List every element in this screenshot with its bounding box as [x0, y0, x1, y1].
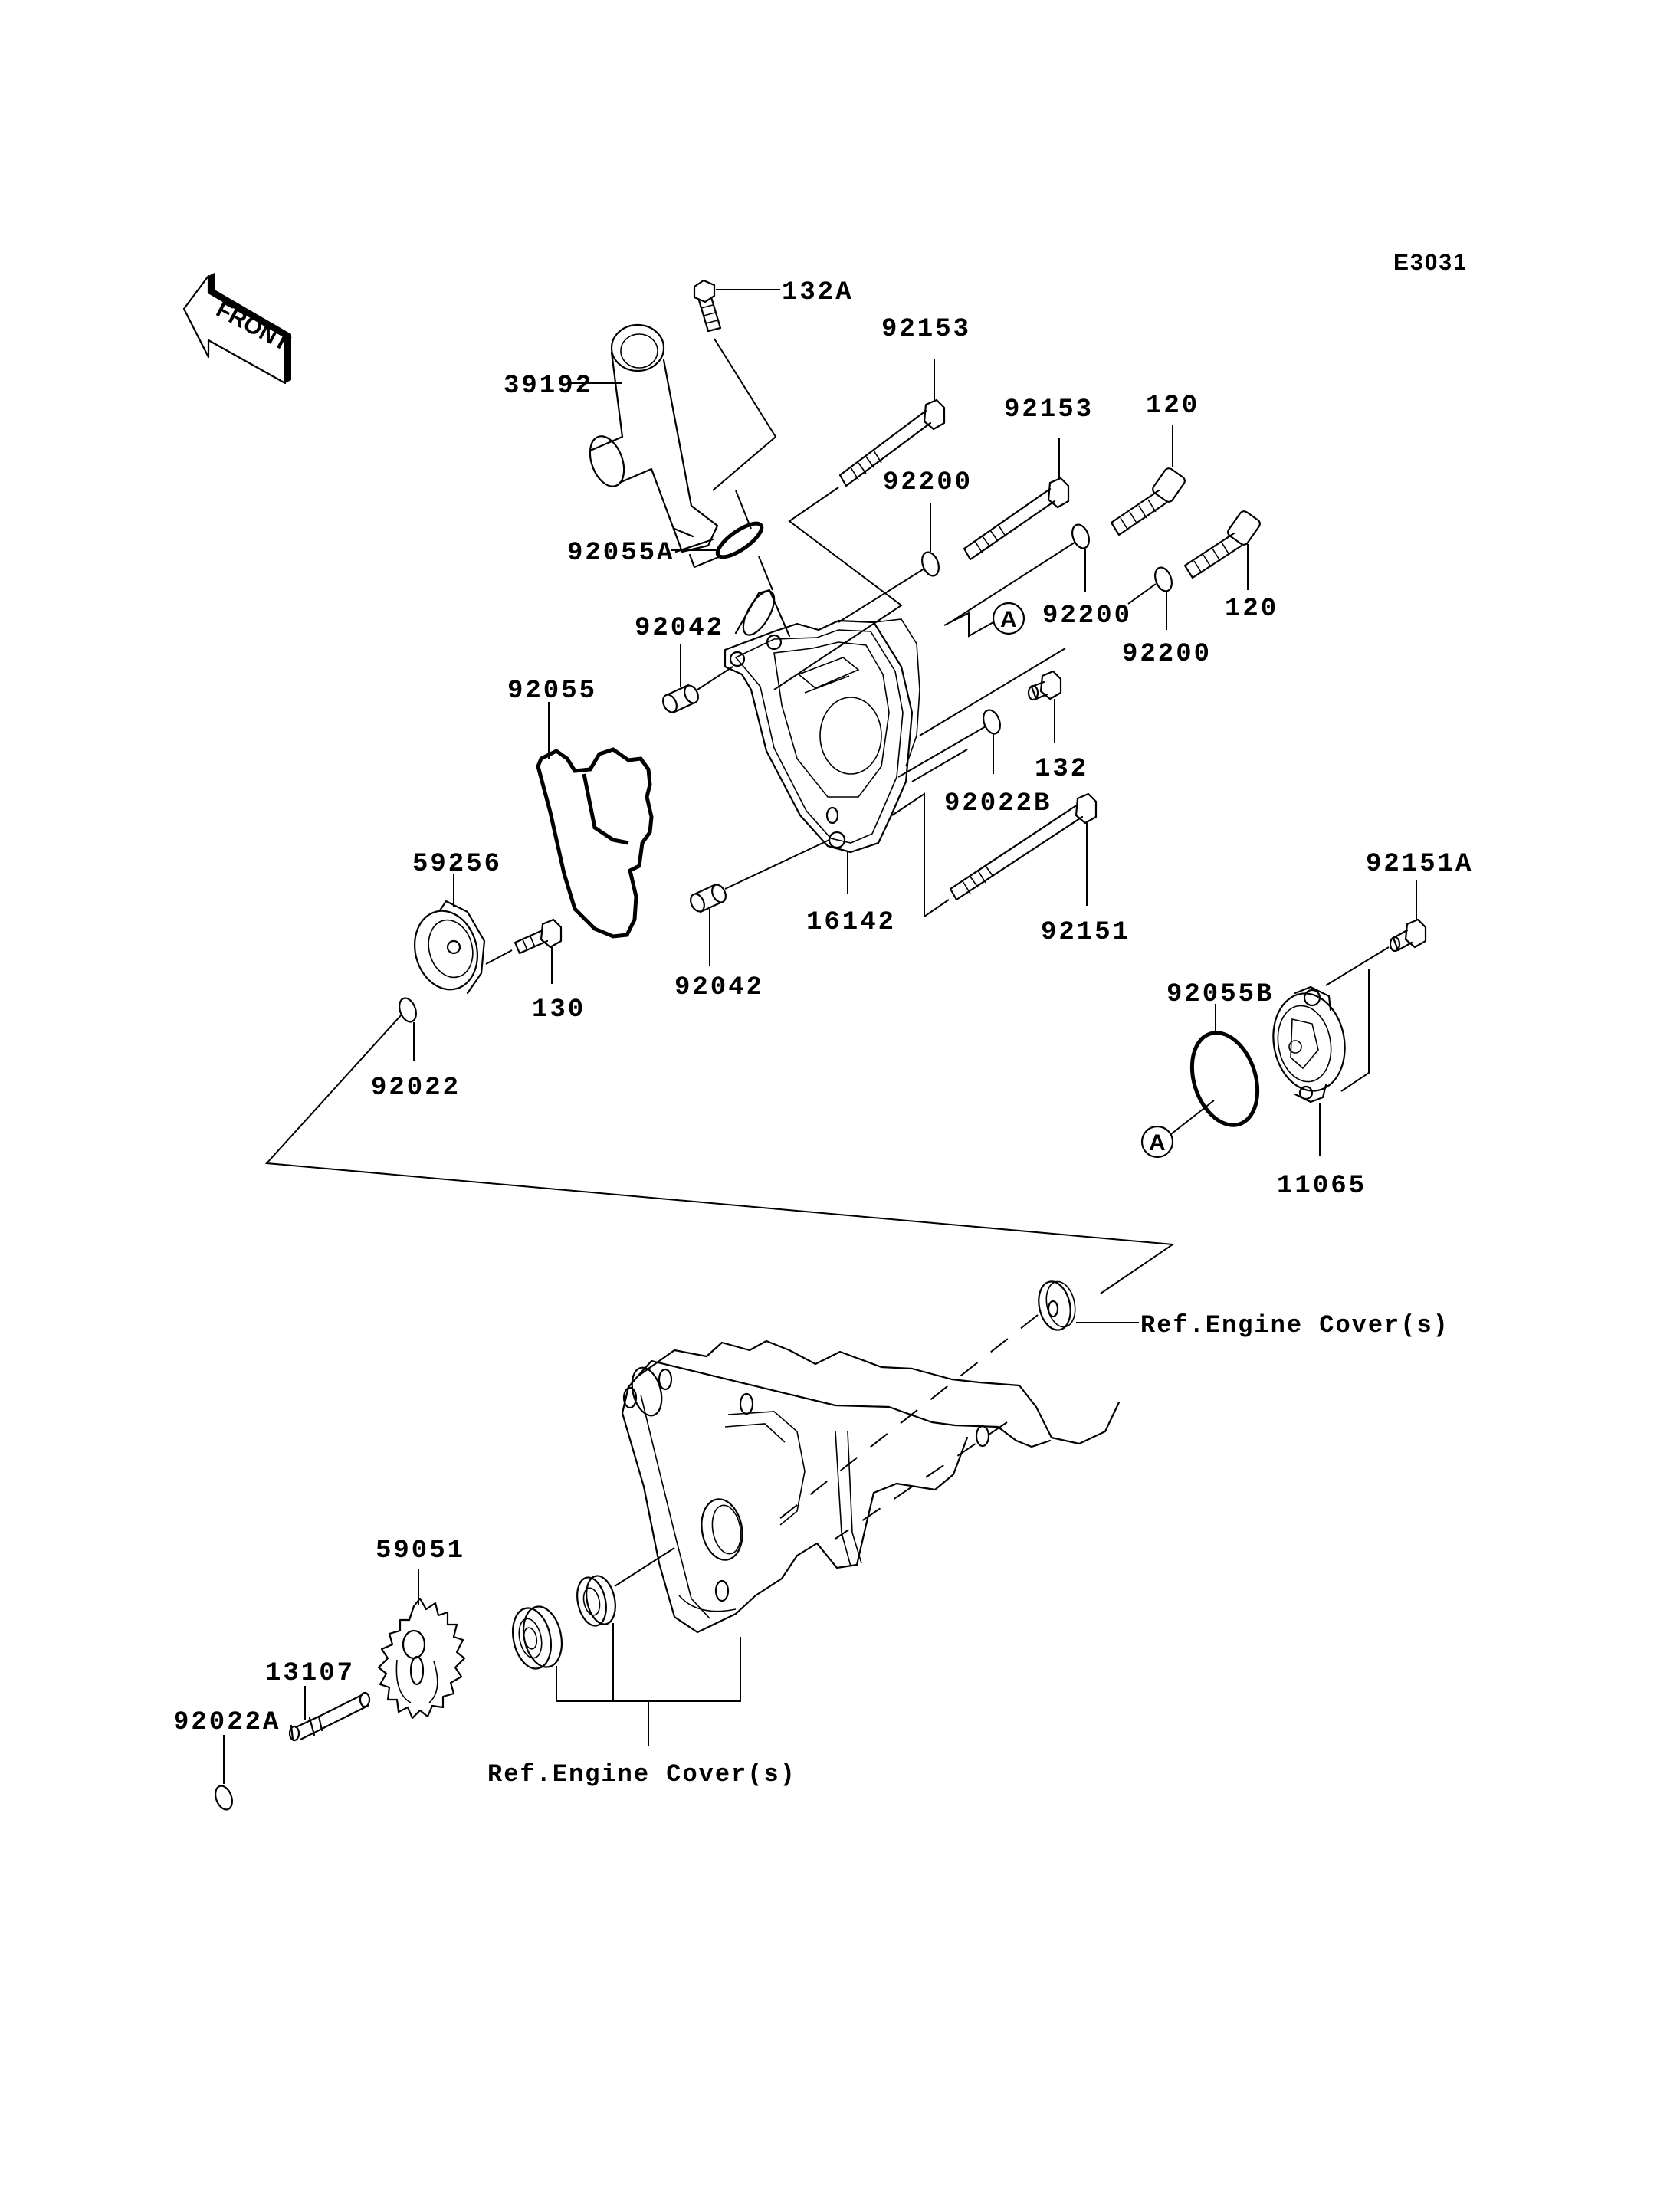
pump-cover-11065 [1272, 985, 1346, 1103]
part-label-92042-b: 92042 [674, 973, 764, 1002]
bolt-120-b [1183, 510, 1261, 579]
shaft-13107 [288, 1691, 371, 1742]
part-label-92151: 92151 [1041, 918, 1130, 947]
bolt-130-axis [485, 949, 513, 965]
part-label-92151A: 92151A [1366, 850, 1473, 879]
leader-92153-to-housing [773, 487, 903, 690]
o-ring-92055A [715, 521, 764, 559]
bolt-92153-a [838, 398, 946, 487]
washer-92200-a [921, 551, 940, 577]
dowel-a-axis [697, 666, 733, 690]
washer-92022A [215, 1785, 233, 1811]
gear-59051 [377, 1597, 466, 1720]
part-label-92055A: 92055A [567, 539, 674, 568]
part-label-92153-a: 92153 [881, 315, 971, 344]
part-label-92055B: 92055B [1166, 980, 1274, 1009]
housing-axis-lines [911, 648, 1066, 782]
front-arrow-icon: FRONT [182, 273, 294, 385]
part-label-39192: 39192 [504, 372, 593, 401]
bolt-130 [514, 918, 563, 955]
part-label-92153-b: 92153 [1004, 395, 1094, 425]
washer-92022 [399, 997, 417, 1023]
engine-cover-axis [775, 1314, 1039, 1523]
part-label-92042-a: 92042 [635, 614, 724, 643]
leader-engine-cover-lower [556, 1623, 741, 1746]
svg-text:A: A [1149, 1130, 1166, 1156]
engine-cover [621, 1340, 1121, 1634]
ref-marker-a-lower: A [1140, 1125, 1174, 1159]
part-label-132A: 132A [782, 278, 854, 307]
dowel-b-axis [724, 839, 830, 890]
washer-c-axis [1127, 583, 1157, 605]
water-pipe-39192 [589, 323, 722, 569]
svg-text:A: A [1000, 607, 1017, 632]
part-label-120-b: 120 [1225, 595, 1278, 624]
pump-housing-16142 [724, 589, 920, 854]
part-label-11065: 11065 [1277, 1172, 1367, 1201]
part-label-92200-b: 92200 [1042, 602, 1132, 631]
part-label-13107: 13107 [265, 1659, 355, 1688]
bolt-92153-b [963, 477, 1070, 561]
bearing-engine-cover [511, 1605, 563, 1670]
part-label-92055: 92055 [507, 677, 597, 706]
leader-a-lower [1170, 1100, 1215, 1135]
washer-a-axis [838, 568, 925, 623]
bolt-132 [1027, 670, 1062, 701]
leader-132A-to-pipe [712, 338, 777, 491]
part-label-92200-a: 92200 [883, 468, 973, 497]
dowel-92042-b [690, 883, 727, 913]
part-label-16142: 16142 [806, 908, 896, 937]
diagram-code: E3031 [1393, 250, 1468, 275]
engine-cover-axis-2 [835, 1421, 1008, 1540]
leader-92151-to-housing [891, 792, 950, 918]
washer-92200-c [1154, 566, 1173, 592]
ref-engine-cover-upper: Ref.Engine Cover(s) [1140, 1311, 1449, 1340]
seal-engine-cover-upper [1038, 1280, 1076, 1331]
bolt-132A [693, 279, 722, 333]
o-ring-92055B [1189, 1031, 1260, 1127]
part-label-92200-c: 92200 [1122, 640, 1212, 669]
dowel-92042-a [662, 684, 699, 714]
part-label-92022B: 92022B [944, 789, 1052, 818]
bolt-120-a [1110, 467, 1186, 536]
part-label-92022A: 92022A [173, 1708, 281, 1737]
part-label-59051: 59051 [376, 1536, 465, 1566]
part-label-59256: 59256 [412, 850, 502, 879]
pipe-axis-line [735, 490, 773, 591]
washer-92022B-axis [897, 726, 986, 778]
ref-marker-a-upper: A [992, 602, 1025, 635]
part-label-120-a: 120 [1146, 392, 1199, 421]
oil-seal-engine-cover [576, 1575, 616, 1627]
part-label-92022: 92022 [371, 1074, 461, 1103]
washer-92022B [983, 709, 1001, 735]
part-label-132: 132 [1035, 755, 1088, 784]
gasket-92055 [536, 747, 654, 939]
impeller-59256 [413, 900, 486, 995]
leader-92151A-to-cover [1325, 946, 1390, 1092]
washer-b-axis [950, 542, 1075, 623]
part-label-130: 130 [532, 995, 586, 1025]
bolt-92151A [1389, 918, 1427, 953]
seal-axis [614, 1547, 675, 1587]
leader-a-upper [943, 612, 994, 638]
bolt-92151 [949, 792, 1098, 901]
ref-engine-cover-lower: Ref.Engine Cover(s) [487, 1760, 796, 1789]
leader-92022-to-engine-cover [264, 1014, 1175, 1294]
washer-92200-b [1071, 523, 1090, 549]
